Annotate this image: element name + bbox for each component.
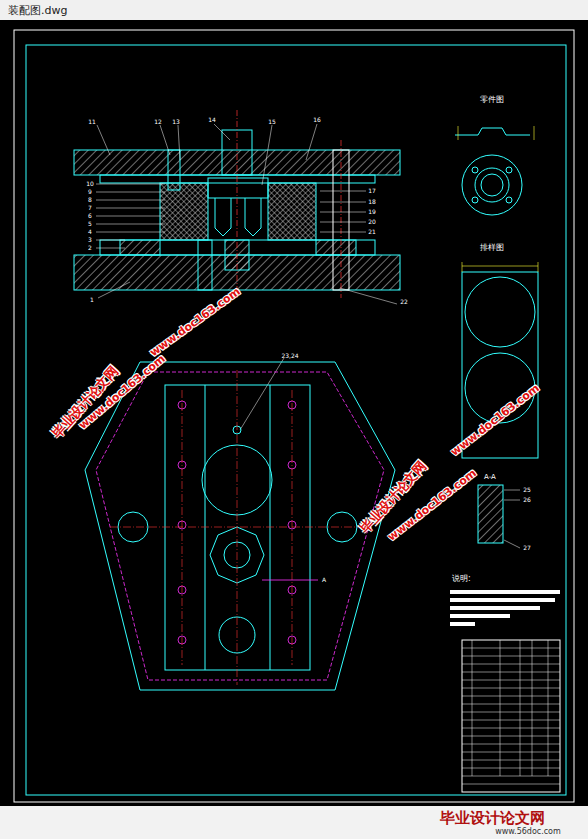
table-rule <box>462 664 560 665</box>
table-rule <box>500 640 501 776</box>
callout-number: 20 <box>368 219 376 225</box>
view-title: 排样图 <box>480 244 504 252</box>
table-rule <box>548 640 549 776</box>
callout-number: 10 <box>86 181 94 187</box>
table-rule <box>462 656 560 657</box>
table-rule <box>472 640 473 776</box>
callout-number: 11 <box>88 119 96 125</box>
watermark-logo: 毕业设计论文网 <box>440 811 545 826</box>
callout-number: 9 <box>88 189 92 195</box>
table-rule <box>462 672 560 673</box>
callout-number: 22 <box>400 299 408 305</box>
callout-number: 12 <box>154 119 162 125</box>
callout-number: 25 <box>523 487 531 493</box>
table-rule <box>462 712 560 713</box>
callout-number: 6 <box>88 213 92 219</box>
callout-number: 4 <box>88 229 92 235</box>
table-rule <box>520 640 521 776</box>
callout-number: 16 <box>313 117 321 123</box>
callout-number: 18 <box>368 199 376 205</box>
callout-number: 26 <box>523 497 531 503</box>
table-rule <box>462 648 560 649</box>
callout-number: 21 <box>368 229 376 235</box>
table-rule <box>462 720 560 721</box>
callout-number: 27 <box>523 545 531 551</box>
callout-number: 17 <box>368 188 376 194</box>
table-rule <box>462 760 560 761</box>
callout-number: 1 <box>90 297 94 303</box>
callout-number: 15 <box>268 119 276 125</box>
table-rule <box>462 752 560 753</box>
table-rule <box>462 744 560 745</box>
table-rule <box>462 784 560 785</box>
table-rule <box>462 704 560 705</box>
table-rule <box>462 680 560 681</box>
callout-number: A <box>322 577 326 583</box>
view-title: 零件图 <box>480 96 504 104</box>
callout-number: 13 <box>172 119 180 125</box>
table-rule <box>462 768 560 769</box>
notes-heading: 说明: <box>452 575 471 583</box>
table-rule <box>462 696 560 697</box>
watermark-url: www.56doc.com <box>495 828 561 836</box>
callout-number: 19 <box>368 209 376 215</box>
callout-number: 2 <box>88 245 92 251</box>
table-rule <box>462 736 560 737</box>
callout-number: 8 <box>88 197 92 203</box>
callout-number: 3 <box>88 237 92 243</box>
table-rule <box>462 776 560 777</box>
section-title: A-A <box>484 474 496 481</box>
file-title: 装配图.dwg <box>8 5 67 16</box>
callout-number: 14 <box>208 117 216 123</box>
callout-number: 23,24 <box>281 353 298 359</box>
table-rule <box>532 640 533 776</box>
table-rule <box>462 688 560 689</box>
callout-number: 5 <box>88 221 92 227</box>
table-rule <box>462 728 560 729</box>
callout-number: 7 <box>88 205 92 211</box>
